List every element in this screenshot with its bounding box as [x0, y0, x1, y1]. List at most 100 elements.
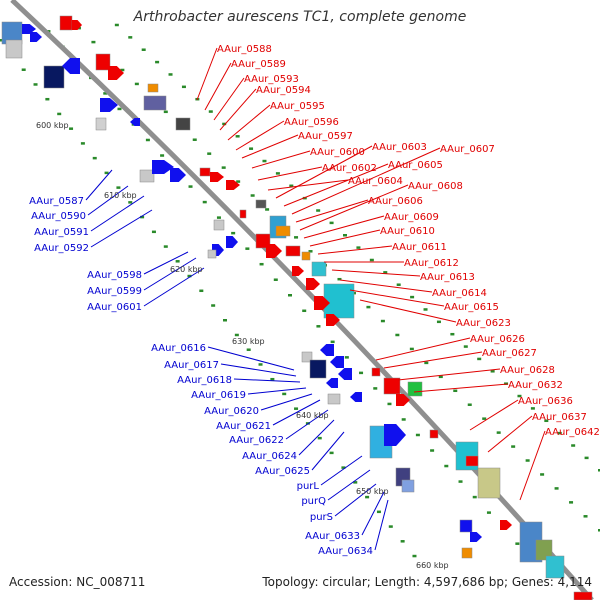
gene-arrow [130, 118, 140, 126]
tick-dot [316, 209, 321, 212]
gene-arrow [30, 32, 42, 42]
forward-leader-line [519, 430, 546, 501]
forward-gene-label: AAur_0602 [322, 163, 377, 174]
tick-dot [80, 142, 85, 145]
forward-leader-line [303, 215, 385, 239]
forward-leader-line [309, 229, 381, 247]
tick-dot [151, 230, 156, 234]
tick-dot [163, 245, 168, 248]
gene-arrow [338, 368, 352, 380]
gene-box [199, 167, 211, 177]
gene-box [535, 539, 553, 561]
tick-dot [103, 92, 108, 95]
forward-leader-line [257, 166, 323, 181]
reverse-gene-label: AAur_0592 [34, 243, 89, 254]
forward-gene-label: AAur_0588 [217, 44, 272, 55]
reverse-leader-line [87, 185, 129, 216]
tick-dot [208, 110, 213, 113]
gene-box [383, 377, 401, 395]
reverse-gene-label: AAur_0620 [204, 406, 259, 417]
forward-gene-label: AAur_0637 [532, 412, 587, 423]
forward-leader-line [383, 351, 483, 369]
gene-box [545, 555, 565, 579]
tick-dot [302, 309, 307, 313]
tick-dot [199, 289, 204, 293]
tick-dot [288, 294, 292, 297]
gene-box [95, 117, 107, 131]
forward-leader-line [487, 415, 533, 453]
tick-dot [569, 501, 574, 504]
gene-arrow [350, 392, 362, 402]
forward-leader-line [413, 383, 509, 393]
tick-dot [373, 387, 378, 390]
reverse-gene-label: AAur_0622 [229, 435, 284, 446]
forward-gene-label: AAur_0627 [482, 348, 537, 359]
forward-gene-label: AAur_0596 [284, 117, 339, 128]
tick-dot [515, 542, 520, 545]
gene-box [301, 251, 311, 261]
tick-dot [395, 333, 400, 337]
reverse-leader-line [361, 491, 385, 536]
tick-dot [175, 260, 180, 263]
reverse-leader-line [334, 483, 377, 517]
reverse-leader-line [90, 209, 153, 248]
tick-dot [444, 464, 449, 468]
reverse-leader-line [311, 431, 345, 471]
tick-dot [410, 295, 415, 299]
gene-box [327, 393, 341, 405]
reverse-gene-label: AAur_0598 [87, 270, 142, 281]
reverse-gene-label: AAur_0590 [31, 211, 86, 222]
tick-dot [343, 234, 347, 237]
forward-leader-line [299, 184, 409, 231]
reverse-gene-label: AAur_0624 [242, 451, 297, 462]
reverse-gene-label: AAur_0618 [177, 375, 232, 386]
tick-dot [0, 39, 2, 42]
forward-leader-line [275, 145, 373, 199]
tick-dot [388, 525, 393, 528]
tick-dot [211, 304, 216, 307]
reverse-leader-line [285, 409, 329, 440]
reverse-gene-label: AAur_0591 [34, 227, 89, 238]
tick-dot [430, 449, 435, 452]
kbp-tick-label: 600 kbp [36, 121, 69, 130]
reverse-leader-line [320, 455, 363, 486]
tick-dot [329, 221, 334, 225]
tick-dot [511, 445, 516, 448]
tick-dot [216, 216, 221, 219]
tick-dot [236, 180, 241, 183]
forward-leader-line [227, 104, 271, 141]
gene-box [429, 429, 439, 439]
tick-dot [467, 403, 472, 406]
tick-dot [92, 156, 97, 160]
forward-gene-label: AAur_0607 [440, 144, 495, 155]
tick-dot [259, 262, 264, 266]
forward-gene-label: AAur_0614 [432, 288, 487, 299]
forward-gene-label: AAur_0609 [384, 212, 439, 223]
reverse-leader-line [220, 363, 297, 377]
tick-dot [45, 97, 50, 101]
tick-dot [104, 171, 109, 175]
gene-arrow [170, 168, 186, 182]
tick-dot [557, 431, 562, 435]
gene-box [407, 381, 423, 397]
forward-gene-label: AAur_0608 [408, 181, 463, 192]
tick-dot [453, 389, 458, 393]
reverse-gene-label: AAur_0633 [305, 531, 360, 542]
tick-dot [598, 529, 600, 532]
tick-dot [91, 40, 96, 44]
gene-arrow [306, 278, 320, 290]
forward-gene-label: AAur_0600 [310, 147, 365, 158]
gene-box [477, 467, 501, 499]
gene-box [143, 95, 167, 111]
gene-box [401, 479, 415, 493]
tick-dot [231, 231, 236, 235]
tick-dot [249, 147, 254, 150]
reverse-leader-line [85, 169, 113, 201]
tick-dot [387, 402, 392, 406]
tick-dot [140, 215, 145, 219]
tick-dot [458, 480, 463, 483]
forward-gene-label: AAur_0594 [256, 85, 311, 96]
forward-leader-line [235, 120, 285, 151]
reverse-gene-label: AAur_0634 [318, 546, 373, 557]
tick-dot [294, 236, 299, 239]
